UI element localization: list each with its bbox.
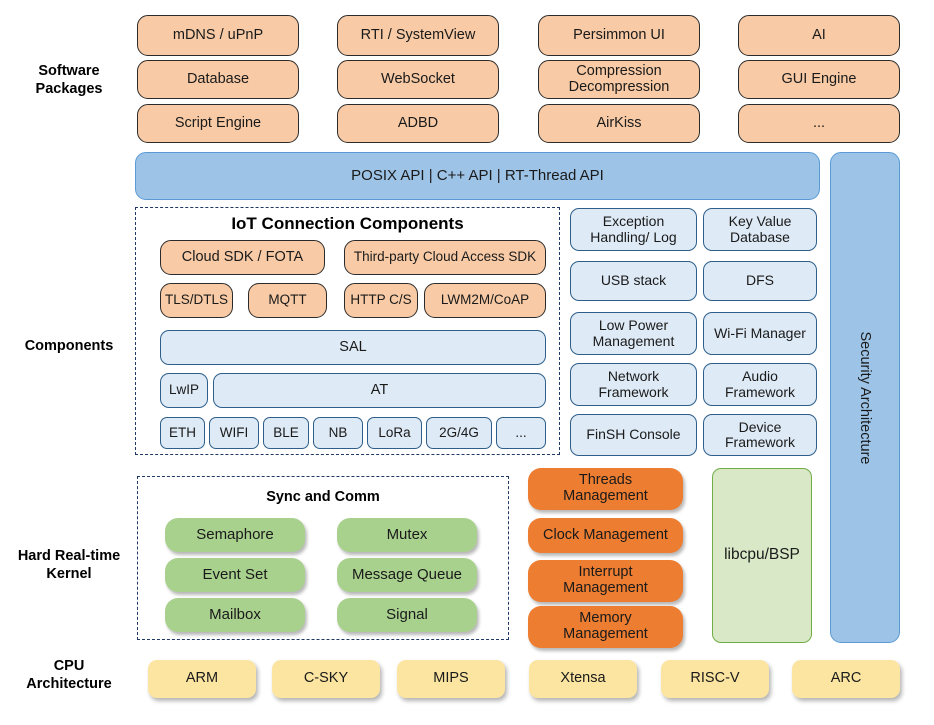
iot-cloud-sdk-fota[interactable]: Cloud SDK / FOTA xyxy=(160,240,325,275)
iot-ble[interactable]: BLE xyxy=(263,417,309,449)
component-wifi-manager[interactable]: Wi-Fi Manager xyxy=(703,312,817,355)
package-gui-engine[interactable]: GUI Engine xyxy=(738,60,900,99)
security-architecture-bar[interactable]: Security Architecture xyxy=(830,152,900,643)
sync-and-comm-group xyxy=(137,476,509,640)
package-websocket[interactable]: WebSocket xyxy=(337,60,499,99)
sync-mailbox[interactable]: Mailbox xyxy=(165,598,305,632)
iot-eth[interactable]: ETH xyxy=(160,417,205,449)
iot-more[interactable]: ... xyxy=(496,417,546,449)
sync-event-set[interactable]: Event Set xyxy=(165,558,305,592)
package-script-engine[interactable]: Script Engine xyxy=(137,104,299,143)
cpu-arm[interactable]: ARM xyxy=(148,660,256,698)
cpu-mips[interactable]: MIPS xyxy=(397,660,505,698)
cpu-xtensa[interactable]: Xtensa xyxy=(529,660,637,698)
row-label-hard-real-time-kernel: Hard Real-time Kernel xyxy=(17,548,121,583)
iot-connection-components-group xyxy=(135,207,560,455)
iot-lwm2m-coap[interactable]: LWM2M/CoAP xyxy=(424,283,546,318)
iot-lwip[interactable]: LwIP xyxy=(160,373,208,408)
sync-semaphore[interactable]: Semaphore xyxy=(165,518,305,552)
cpu-c-sky[interactable]: C-SKY xyxy=(272,660,380,698)
security-architecture-label: Security Architecture xyxy=(857,331,873,464)
package-airkiss[interactable]: AirKiss xyxy=(538,104,700,143)
kernel-memory-management[interactable]: Memory Management xyxy=(528,606,683,648)
iot-nb[interactable]: NB xyxy=(313,417,363,449)
iot-third-party-cloud-access-sdk[interactable]: Third-party Cloud Access SDK xyxy=(344,240,546,275)
api-bar[interactable]: POSIX API | C++ API | RT-Thread API xyxy=(135,152,820,200)
component-usb-stack[interactable]: USB stack xyxy=(570,261,697,301)
package-more[interactable]: ... xyxy=(738,104,900,143)
package-ai[interactable]: AI xyxy=(738,15,900,56)
sync-and-comm-title: Sync and Comm xyxy=(266,489,380,505)
component-finsh-console[interactable]: FinSH Console xyxy=(570,414,697,456)
kernel-clock-management[interactable]: Clock Management xyxy=(528,518,683,553)
cpu-arc[interactable]: ARC xyxy=(792,660,900,698)
libcpu-bsp[interactable]: libcpu/BSP xyxy=(712,468,812,643)
component-key-value-database[interactable]: Key Value Database xyxy=(703,208,817,251)
package-compression-decompression[interactable]: Compression Decompression xyxy=(538,60,700,99)
iot-http-cs[interactable]: HTTP C/S xyxy=(344,283,418,318)
sync-signal[interactable]: Signal xyxy=(337,598,477,632)
iot-at[interactable]: AT xyxy=(213,373,546,408)
package-persimmon-ui[interactable]: Persimmon UI xyxy=(538,15,700,56)
component-audio-framework[interactable]: Audio Framework xyxy=(703,363,817,406)
sync-message-queue[interactable]: Message Queue xyxy=(337,558,477,592)
iot-connection-components-title: IoT Connection Components xyxy=(231,214,464,233)
component-dfs[interactable]: DFS xyxy=(703,261,817,301)
row-label-cpu-architecture: CPU Architecture xyxy=(26,658,112,693)
iot-tls-dtls[interactable]: TLS/DTLS xyxy=(160,283,233,318)
iot-2g-4g[interactable]: 2G/4G xyxy=(426,417,492,449)
kernel-interrupt-management[interactable]: Interrupt Management xyxy=(528,560,683,602)
component-network-framework[interactable]: Network Framework xyxy=(570,363,697,406)
cpu-risc-v[interactable]: RISC-V xyxy=(661,660,769,698)
row-label-components: Components xyxy=(24,338,114,354)
package-adbd[interactable]: ADBD xyxy=(337,104,499,143)
component-exception-handling-log[interactable]: Exception Handling/ Log xyxy=(570,208,697,251)
iot-mqtt[interactable]: MQTT xyxy=(248,283,327,318)
iot-wifi[interactable]: WIFI xyxy=(209,417,259,449)
iot-lora[interactable]: LoRa xyxy=(367,417,422,449)
package-mdns-upnp[interactable]: mDNS / uPnP xyxy=(137,15,299,56)
package-database[interactable]: Database xyxy=(137,60,299,99)
row-label-software-packages: Software Packages xyxy=(35,63,103,98)
package-rti-systemview[interactable]: RTI / SystemView xyxy=(337,15,499,56)
kernel-threads-management[interactable]: Threads Management xyxy=(528,468,683,510)
component-device-framework[interactable]: Device Framework xyxy=(703,414,817,456)
component-low-power-management[interactable]: Low Power Management xyxy=(570,312,697,355)
sync-mutex[interactable]: Mutex xyxy=(337,518,477,552)
iot-sal[interactable]: SAL xyxy=(160,330,546,365)
